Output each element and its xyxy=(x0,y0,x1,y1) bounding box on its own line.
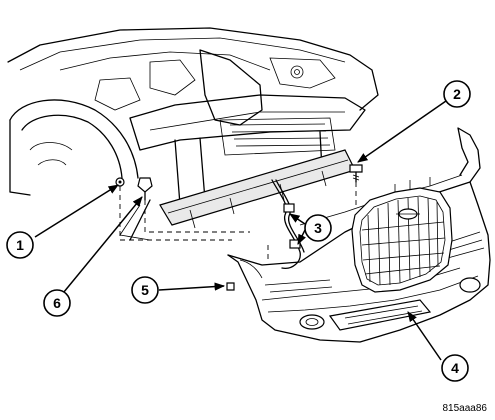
callout-3-label: 3 xyxy=(314,220,322,236)
callout-2-label: 2 xyxy=(453,86,461,102)
leader-lines xyxy=(34,100,447,361)
callout-4: 4 xyxy=(441,354,469,382)
callout-6-label: 6 xyxy=(53,295,61,311)
front-bumper-fascia xyxy=(227,127,491,343)
bolt-fastener-item-2 xyxy=(349,164,363,183)
callout-5: 5 xyxy=(131,276,159,304)
alignment-lines xyxy=(119,182,357,262)
vehicle-front-structure xyxy=(7,27,379,241)
callout-6: 6 xyxy=(43,289,71,317)
callout-1: 1 xyxy=(6,231,34,259)
callout-2: 2 xyxy=(443,80,471,108)
callout-4-label: 4 xyxy=(451,360,459,376)
figure-id: 815aaa86 xyxy=(442,403,488,414)
callout-3: 3 xyxy=(304,214,332,242)
screw-fastener-item-6 xyxy=(137,177,153,201)
callout-1-label: 1 xyxy=(16,237,24,253)
grille xyxy=(351,187,453,293)
callout-5-label: 5 xyxy=(141,282,149,298)
push-pin-fastener-item-1 xyxy=(115,177,125,187)
clip-fastener-item-5 xyxy=(226,282,235,291)
